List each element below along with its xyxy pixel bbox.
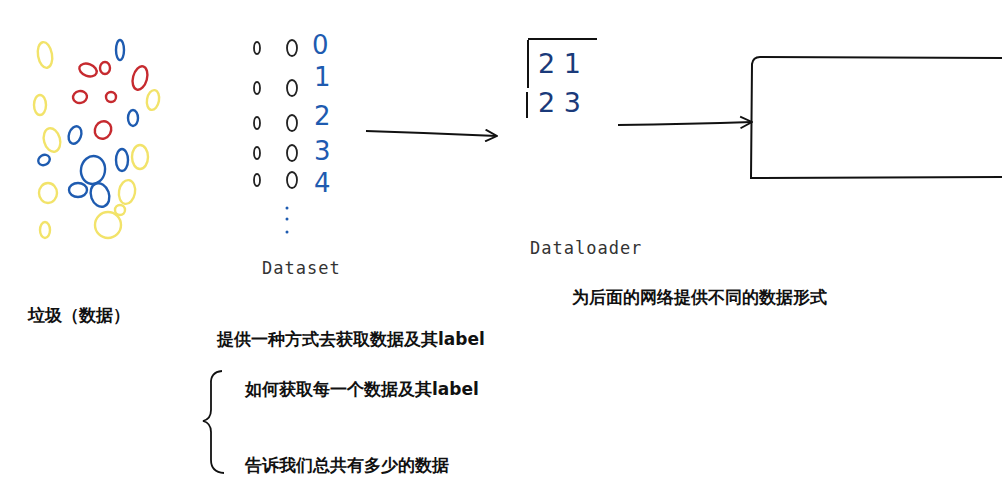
blob <box>116 40 124 60</box>
index-number: 1 <box>314 62 331 93</box>
blob <box>69 183 87 197</box>
blob <box>115 205 125 215</box>
blob <box>106 92 116 102</box>
blob <box>39 183 57 203</box>
brace <box>203 371 224 473</box>
blob <box>145 89 160 111</box>
blob <box>40 222 50 238</box>
blob <box>79 154 107 186</box>
dataset-item <box>287 115 297 131</box>
dataset-item <box>254 117 260 129</box>
dataset-label: Dataset <box>262 258 341 278</box>
batch-box: 2 12 3 <box>528 38 597 129</box>
dataset-item <box>254 42 260 54</box>
dataloader-note: 为后面的网络提供不同的数据形式 <box>572 287 827 307</box>
data-caption: 垃圾（数据） <box>28 305 130 325</box>
batch-row: 2 1 <box>538 44 587 83</box>
index-number: 0 <box>312 30 329 61</box>
blob <box>100 62 110 74</box>
dataset-item <box>287 40 297 56</box>
ellipsis-dots <box>286 207 289 234</box>
dataset-item <box>287 80 297 96</box>
blob <box>92 118 115 142</box>
blob <box>77 61 98 78</box>
index-number: 3 <box>314 136 331 167</box>
index-number: 4 <box>314 168 331 199</box>
blob <box>34 95 46 115</box>
blob <box>87 181 112 210</box>
index-number: 2 <box>314 101 331 132</box>
dataset-item <box>254 174 260 186</box>
dataloader-label: Dataloader <box>530 238 642 258</box>
blob <box>117 179 137 205</box>
blob <box>130 65 150 92</box>
blob <box>128 110 138 126</box>
data-blobs <box>34 40 161 238</box>
dataset-item <box>287 145 297 161</box>
dataset-item <box>287 172 297 188</box>
dataset-point: 如何获取每一个数据及其label <box>245 379 479 399</box>
flow-arrow <box>366 131 497 136</box>
dataset-item <box>254 82 260 94</box>
blob <box>132 145 148 169</box>
network-box <box>751 57 1002 178</box>
blob <box>36 153 51 168</box>
blob <box>36 41 54 69</box>
flow-arrow <box>618 122 752 125</box>
blob <box>72 90 88 104</box>
dataset-items <box>254 40 297 188</box>
dataset-item <box>254 147 260 159</box>
blob <box>66 124 83 145</box>
blob <box>95 212 121 238</box>
blob <box>41 126 63 153</box>
dataset-note: 提供一种方式去获取数据及其label <box>217 329 485 349</box>
dataset-point: 告诉我们总共有多少的数据 <box>245 455 449 475</box>
blob <box>116 149 128 171</box>
batch-row: 2 3 <box>538 83 587 122</box>
